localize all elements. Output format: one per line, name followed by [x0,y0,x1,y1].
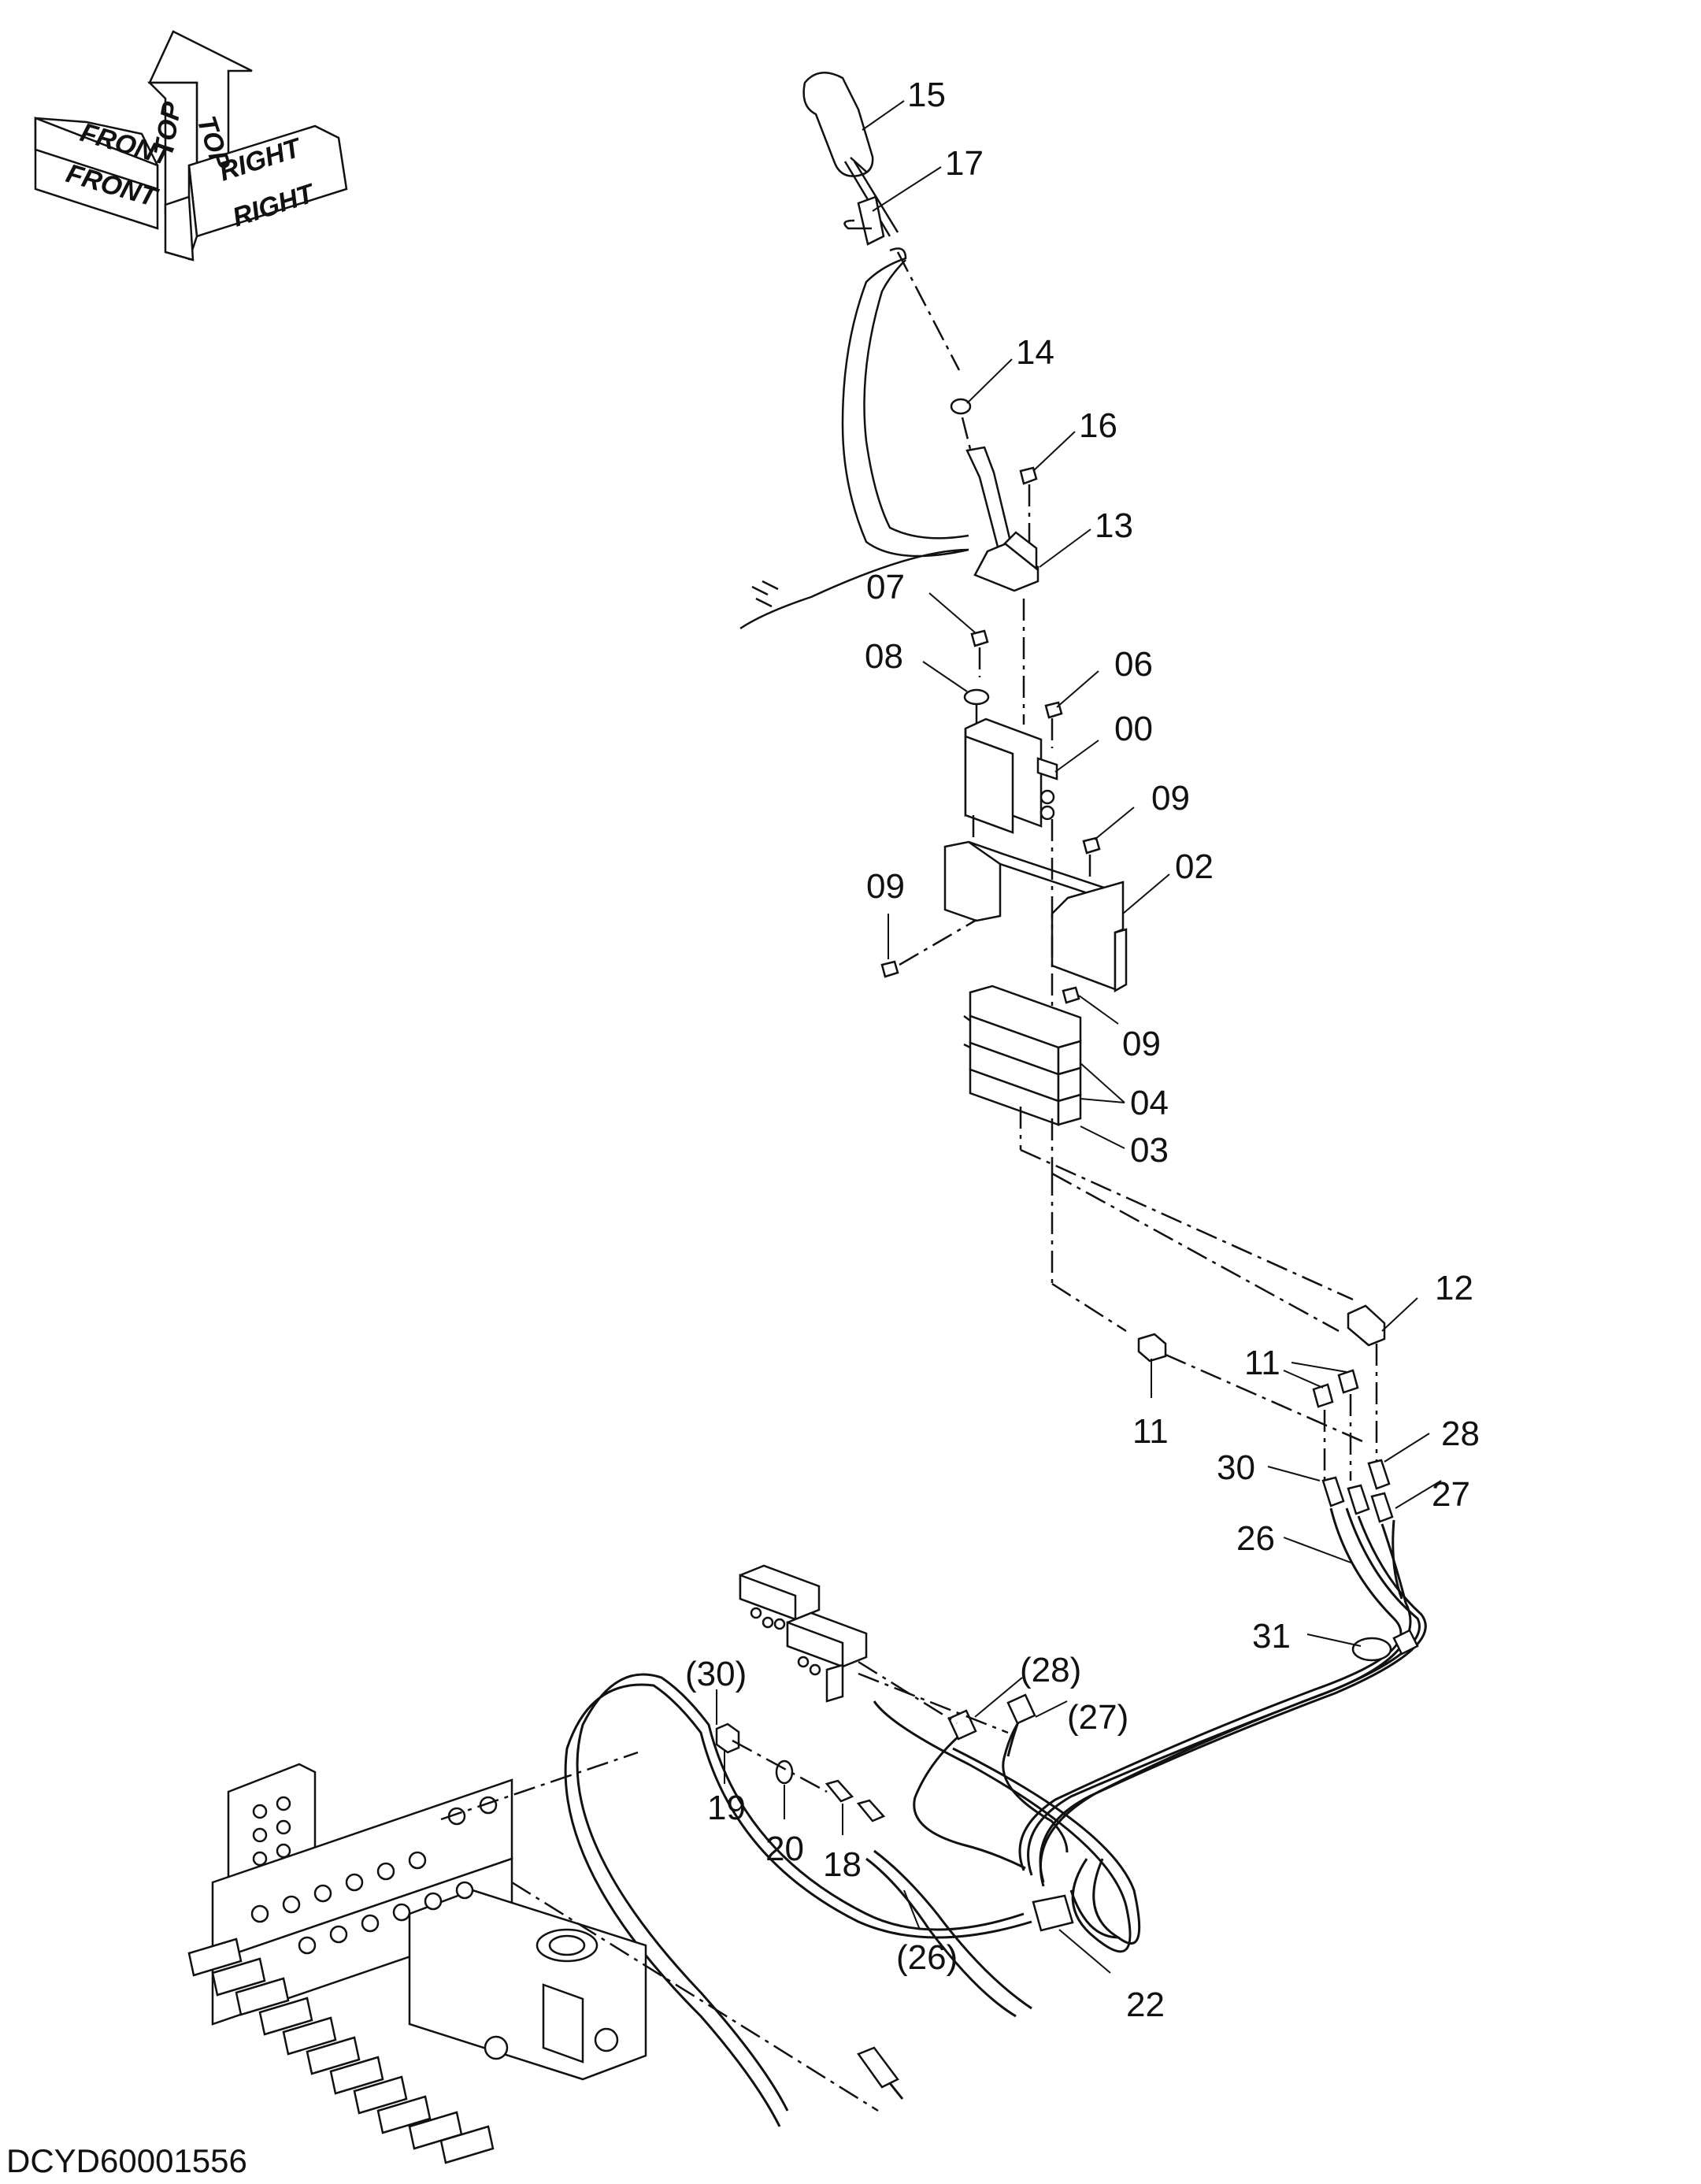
hose-end [1370,1492,1394,1523]
callout-11-pair: 11 [1244,1344,1280,1382]
leader-lines [716,100,1442,1974]
switch-bracket-group [880,629,1128,1024]
callout-30-ref: (30) [685,1655,747,1693]
callout-27-ref: (27) [1067,1698,1128,1737]
switch-wire [739,247,969,630]
hose-end [1006,1693,1036,1725]
callout-20: 20 [765,1830,804,1868]
hose-end [947,1709,977,1741]
bolt [970,629,989,647]
callout-06: 06 [1114,645,1153,684]
hose-clamp [1351,1637,1392,1662]
nut [950,398,972,415]
callout-27: 27 [1432,1475,1470,1514]
callout-14: 14 [1016,333,1054,372]
plug [715,1722,740,1754]
hose-end [857,2046,899,2089]
valve-spools [187,1937,495,2164]
callout-15: 15 [907,76,946,114]
callout-09-right: 09 [1122,1025,1161,1063]
callout-13: 13 [1095,506,1133,545]
bolt [1019,466,1038,485]
bolt [1082,836,1101,855]
hose-end [1321,1476,1345,1507]
port-fittings [715,1722,886,1822]
callout-labels: 15 17 14 16 13 07 08 06 00 09 02 09 09 0… [685,76,1480,2024]
washer [963,688,990,706]
callout-03: 03 [1130,1131,1169,1170]
connector [825,1779,854,1803]
orientation-indicator: FRONT FRONT TOP TOP RIGHT RIGHT [34,30,348,261]
adapter-fitting [1312,1383,1334,1408]
bolt [1062,986,1080,1004]
callout-08: 08 [865,637,903,676]
callout-17: 17 [945,144,984,183]
callout-22: 22 [1126,1986,1165,2024]
hose-30 [576,1673,1025,2112]
valve-ports [250,1796,498,1955]
callout-04: 04 [1130,1084,1169,1122]
pressure-switch-stack [963,984,1354,1333]
callout-09-top: 09 [1151,779,1190,818]
lever-grip [802,72,874,177]
control-valve [187,1751,879,2164]
callout-26-ref: (26) [896,1938,958,1977]
lever-rod [965,446,1014,558]
callout-31: 31 [1252,1617,1291,1656]
lever-assembly [739,72,1040,725]
callout-28: 28 [1441,1415,1480,1453]
callout-18: 18 [823,1845,862,1884]
callout-16: 16 [1079,406,1117,445]
o-ring [775,1759,794,1785]
drawing-code: DCYD60001556 [6,2142,247,2179]
hose-26 [873,1849,1032,2010]
callout-00: 00 [1114,710,1153,748]
callout-26: 26 [1236,1519,1275,1558]
hose-clamp [1032,1894,1074,1932]
side-plate [1051,881,1125,991]
pilot-valves [739,1564,868,1703]
callout-11-center: 11 [1132,1412,1169,1451]
callout-02: 02 [1175,847,1214,886]
fittings [1137,1304,1386,1481]
callout-12: 12 [1435,1269,1473,1307]
adapter-fitting [1337,1369,1359,1394]
adapter-fitting [1137,1333,1167,1363]
callout-30: 30 [1217,1448,1255,1487]
callout-19: 19 [707,1789,746,1827]
elbow-fitting [1347,1304,1386,1347]
callout-28-ref: (28) [1020,1651,1081,1689]
bolt [880,960,899,978]
hose-bundle [564,1459,1427,2127]
hose-end [1347,1484,1370,1515]
hose-end [1367,1459,1391,1490]
callout-07: 07 [866,568,905,606]
callout-09-left: 09 [866,867,905,906]
